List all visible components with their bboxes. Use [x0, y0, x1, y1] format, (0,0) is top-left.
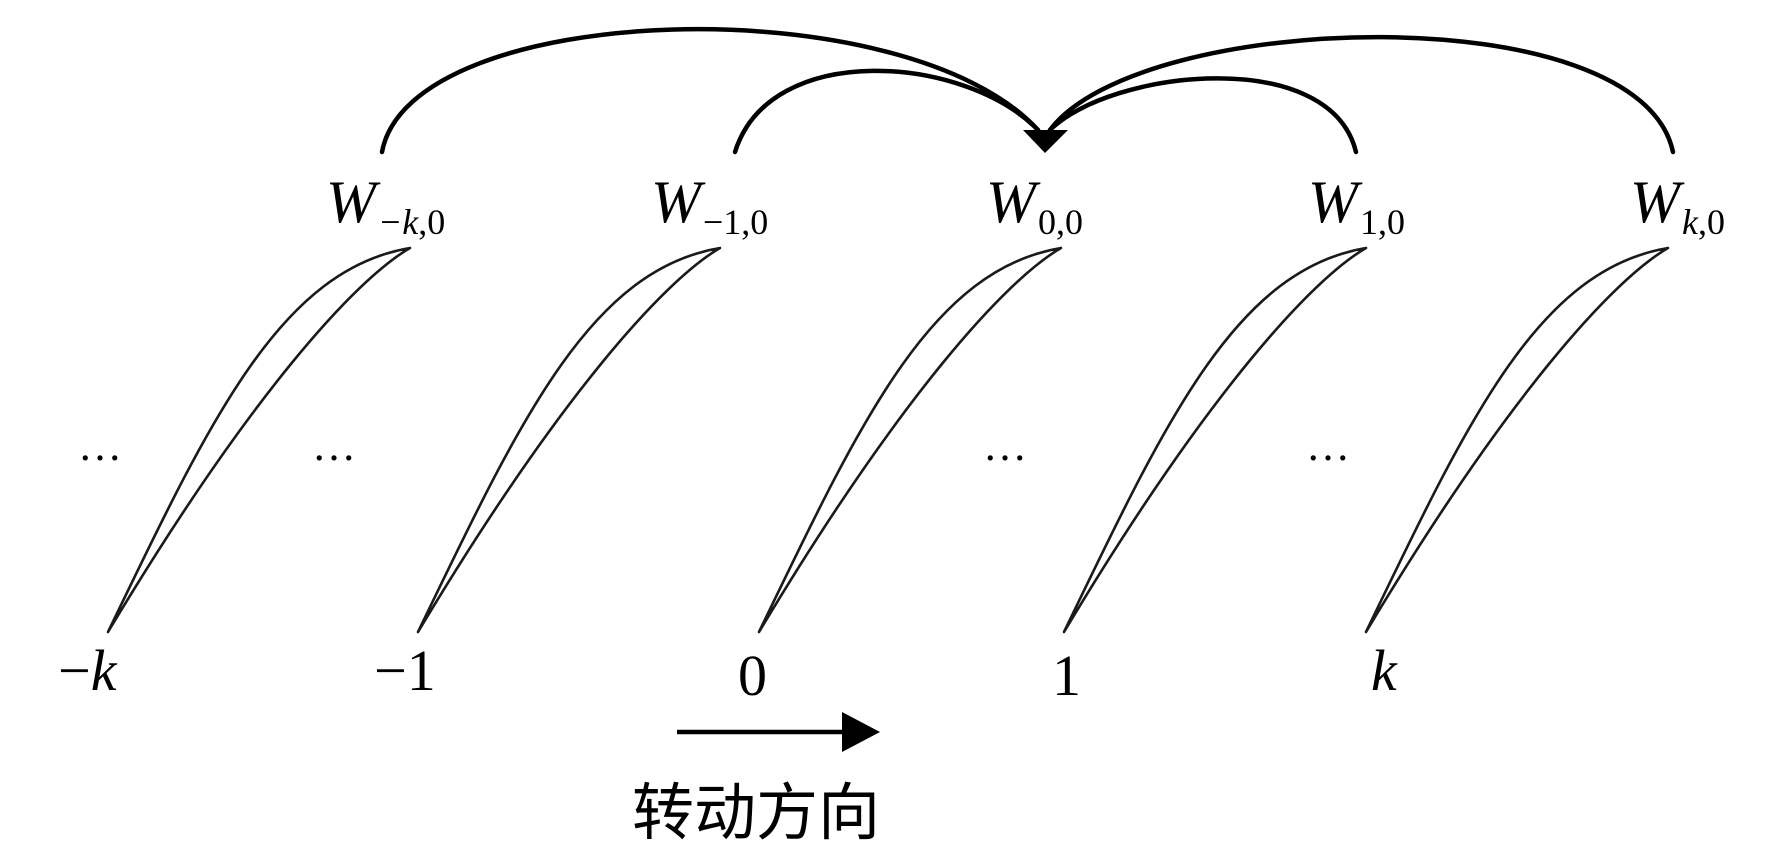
- weight-label: W−1,0: [651, 169, 768, 242]
- blade-index: 0: [738, 643, 767, 708]
- ellipsis: …: [312, 421, 358, 470]
- weight-label: Wk,0: [1630, 169, 1725, 242]
- arc-from-k: [1047, 34, 1676, 155]
- blade-index-labels: −k −1 0 1 k: [58, 638, 1398, 708]
- weight-label: W−k,0: [326, 169, 445, 242]
- blade-1: [1062, 246, 1368, 634]
- weight-label: W1,0: [1308, 169, 1405, 242]
- ellipsis: …: [78, 421, 124, 470]
- rotation-label: 转动方向: [632, 776, 880, 849]
- connection-arcs: [379, 26, 1676, 155]
- weight-labels: W−k,0 W−1,0 W0,0 W1,0 Wk,0: [326, 169, 1725, 242]
- ellipsis: …: [1306, 421, 1352, 470]
- blade-index: k: [1371, 638, 1398, 703]
- rotation-arrow-icon: [842, 712, 880, 752]
- arc-from-minus-1: [732, 68, 1041, 155]
- blade-index: −1: [374, 638, 436, 703]
- blade-minus-k: [106, 246, 412, 634]
- weight-label: W0,0: [986, 169, 1083, 242]
- ellipsis-group: … … … …: [78, 421, 1352, 470]
- arc-from-minus-k: [379, 26, 1041, 155]
- arc-from-1: [1047, 76, 1359, 155]
- rotation-direction: 转动方向: [632, 712, 880, 849]
- blades: [106, 246, 1670, 634]
- blade-index: −k: [58, 638, 118, 703]
- blade-k: [1364, 246, 1670, 634]
- blade-0: [757, 246, 1063, 634]
- arc-arrowhead-icon: [1023, 130, 1068, 153]
- blade-minus-1: [416, 246, 722, 634]
- ellipsis: …: [983, 421, 1029, 470]
- blade-index: 1: [1052, 643, 1081, 708]
